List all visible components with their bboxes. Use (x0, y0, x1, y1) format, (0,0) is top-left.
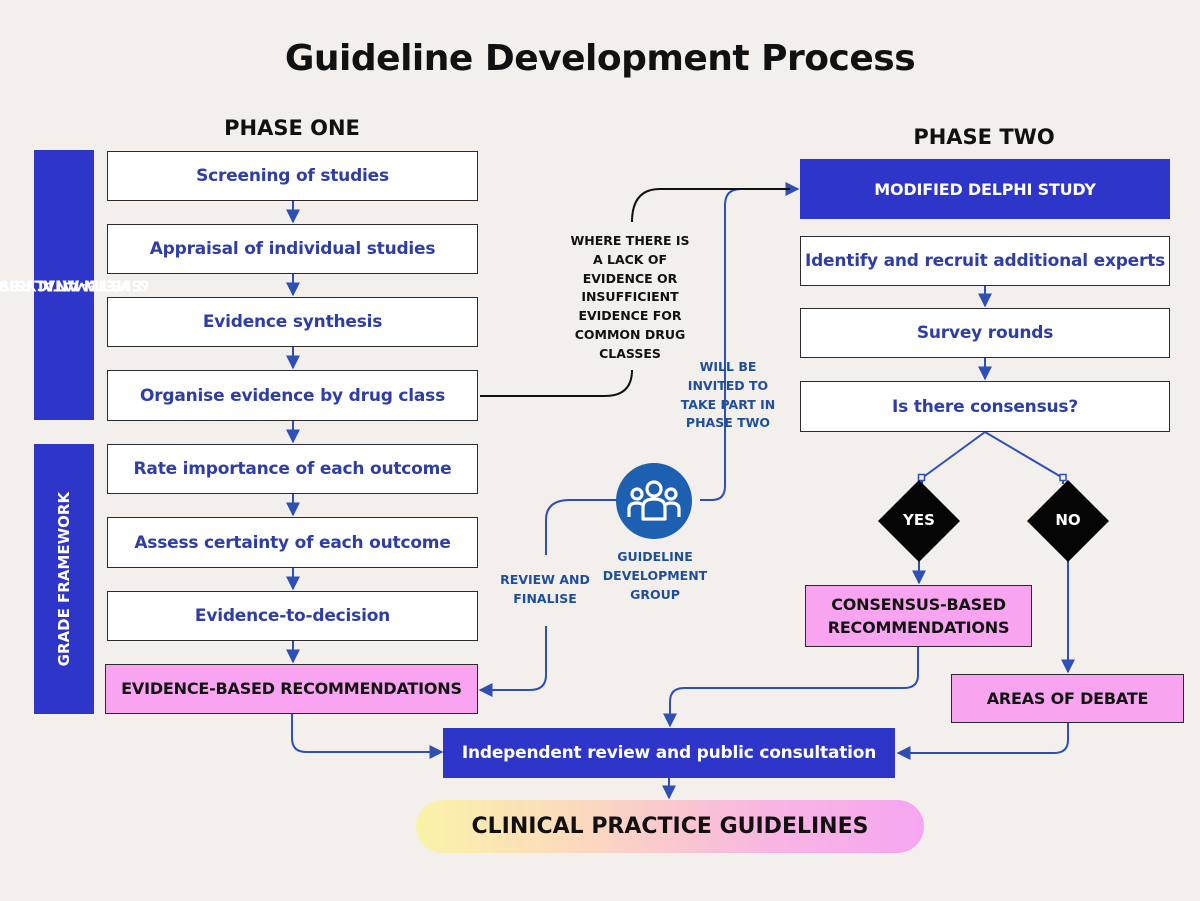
phase-two-heading: PHASE TWO (913, 125, 1055, 149)
note-line: WHERE THERE IS (570, 233, 690, 248)
note-line: CLASSES (599, 345, 661, 361)
step-survey-rounds: Survey rounds (800, 308, 1170, 358)
step-rate-importance: Rate importance of each outcome (107, 444, 478, 494)
step-organise-evidence: Organise evidence by drug class (107, 370, 478, 421)
note-line: EVIDENCE OR (582, 270, 678, 286)
note-line: DEVELOPMENT (602, 567, 708, 583)
note-review-finalise: REVIEW AND FINALISE (490, 571, 600, 609)
note-line: WILL BE (699, 359, 757, 374)
clinical-practice-guidelines: CLINICAL PRACTICE GUIDELINES (416, 800, 924, 853)
consensus-based-recommendations: CONSENSUS-BASED RECOMMENDATIONS (805, 585, 1032, 647)
sidebar-grade-framework-label: GRADE FRAMEWORK (54, 491, 73, 667)
sidebar-grade-framework: GRADE FRAMEWORK (34, 444, 94, 714)
step-evidence-synthesis: Evidence synthesis (107, 297, 478, 347)
evidence-based-recommendations: EVIDENCE-BASED RECOMMENDATIONS (105, 664, 478, 714)
areas-of-debate: AREAS OF DEBATE (951, 674, 1184, 723)
no-label: NO (1055, 511, 1081, 529)
group-people-icon (616, 463, 692, 539)
note-line: INSUFFICIENT (581, 289, 679, 305)
sidebar-systematic-review: SYSTEMATIC REVIEW & META-ANALYSIS (0, 150, 150, 420)
consensus-line: CONSENSUS-BASED (831, 594, 1006, 614)
sidebar-systematic-review-line2: & META-ANALYSIS (0, 276, 150, 295)
note-gdg: GUIDELINE DEVELOPMENT GROUP (590, 548, 720, 604)
note-line: GROUP (630, 586, 680, 602)
note-line: EVIDENCE FOR (578, 308, 682, 323)
step-assess-certainty: Assess certainty of each outcome (107, 517, 478, 568)
note-lack-of-evidence: WHERE THERE IS A LACK OF EVIDENCE OR INS… (560, 232, 700, 363)
consensus-line: RECOMMENDATIONS (827, 618, 1010, 637)
independent-review-box: Independent review and public consultati… (443, 728, 895, 778)
sidebar-systematic-review-label: SYSTEMATIC REVIEW & META-ANALYSIS (0, 197, 150, 373)
note-line: PHASE TWO (685, 415, 771, 431)
note-line: GUIDELINE (617, 549, 693, 564)
step-consensus-question: Is there consensus? (800, 381, 1170, 432)
step-screening: Screening of studies (107, 151, 478, 201)
modified-delphi-study: MODIFIED DELPHI STUDY (800, 159, 1170, 219)
yes-label: YES (903, 511, 935, 529)
note-line: TAKE PART IN (680, 396, 776, 412)
note-line: INVITED TO (687, 377, 769, 393)
page-title: Guideline Development Process (284, 38, 916, 79)
step-evidence-to-decision: Evidence-to-decision (107, 591, 478, 641)
note-line: A LACK OF (592, 251, 668, 267)
note-line: REVIEW AND (500, 572, 590, 587)
note-line: COMMON DRUG (574, 326, 686, 342)
phase-one-heading: PHASE ONE (224, 116, 360, 140)
note-invited: WILL BE INVITED TO TAKE PART IN PHASE TW… (668, 358, 788, 433)
step-appraisal: Appraisal of individual studies (107, 224, 478, 274)
note-line: FINALISE (513, 590, 577, 606)
step-identify-experts: Identify and recruit additional experts (800, 236, 1170, 286)
group-people-glyph (627, 480, 681, 521)
